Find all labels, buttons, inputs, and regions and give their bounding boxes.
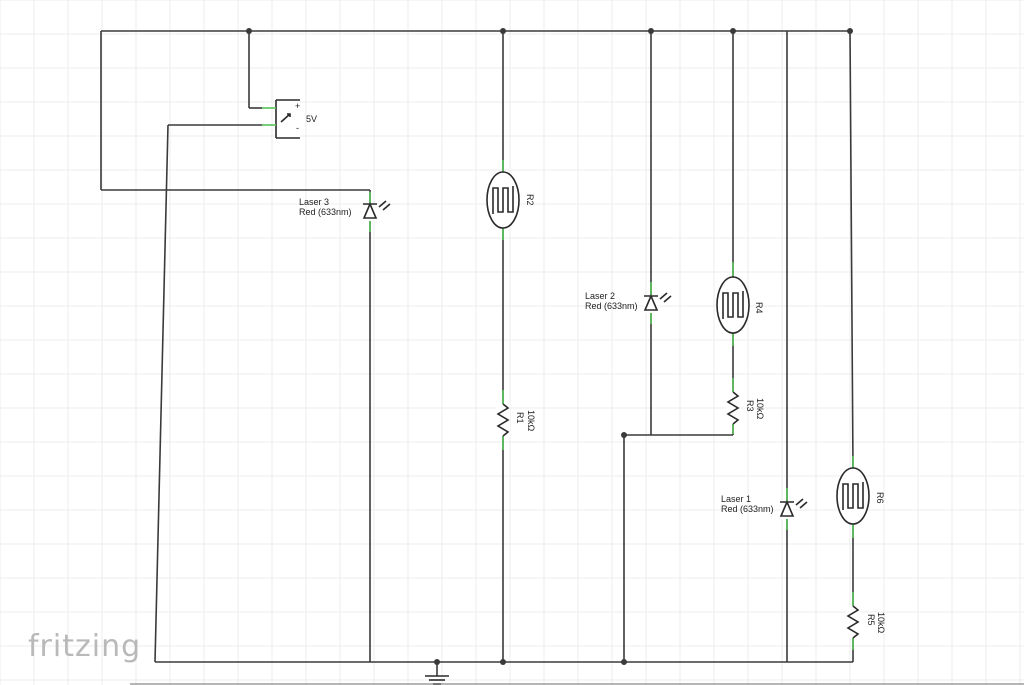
power-supply-label: 5V bbox=[306, 114, 317, 124]
photoresistor-r2[interactable]: R2 bbox=[486, 160, 535, 240]
resistor-r5[interactable]: R5 10kΩ bbox=[846, 592, 886, 650]
power-supply-5v[interactable]: + - 5V bbox=[262, 99, 317, 139]
r1-ref: R1 bbox=[515, 412, 525, 424]
r4-label: R4 bbox=[754, 302, 764, 314]
laser-2[interactable]: Laser 2 Red (633nm) bbox=[585, 282, 672, 324]
r6-label: R6 bbox=[875, 492, 885, 504]
photoresistor-r4[interactable]: R4 bbox=[716, 262, 764, 346]
laser-1[interactable]: Laser 1 Red (633nm) bbox=[721, 488, 808, 530]
resistor-r1[interactable]: R1 10kΩ bbox=[496, 390, 536, 450]
r1-value: 10kΩ bbox=[526, 410, 536, 432]
laser-2-color: Red (633nm) bbox=[585, 301, 638, 311]
r3-value: 10kΩ bbox=[755, 398, 765, 420]
resistor-r3[interactable]: R3 10kΩ bbox=[726, 378, 765, 434]
r3-ref: R3 bbox=[745, 400, 755, 412]
laser-2-name: Laser 2 bbox=[585, 291, 615, 301]
junction-nodes bbox=[246, 28, 853, 665]
r5-value: 10kΩ bbox=[876, 612, 886, 634]
wires bbox=[100, 30, 854, 676]
laser-3-color: Red (633nm) bbox=[299, 207, 352, 217]
power-minus-mark: - bbox=[296, 123, 299, 133]
laser-3[interactable]: Laser 3 Red (633nm) bbox=[299, 192, 391, 232]
laser-1-name: Laser 1 bbox=[721, 494, 751, 504]
power-plus-mark: + bbox=[295, 101, 300, 111]
fritzing-logo: fritzing bbox=[28, 629, 141, 664]
laser-1-color: Red (633nm) bbox=[721, 504, 774, 514]
laser-3-name: Laser 3 bbox=[299, 197, 329, 207]
photoresistor-r6[interactable]: R6 bbox=[836, 456, 885, 538]
r5-ref: R5 bbox=[866, 614, 876, 626]
r2-label: R2 bbox=[525, 194, 535, 206]
